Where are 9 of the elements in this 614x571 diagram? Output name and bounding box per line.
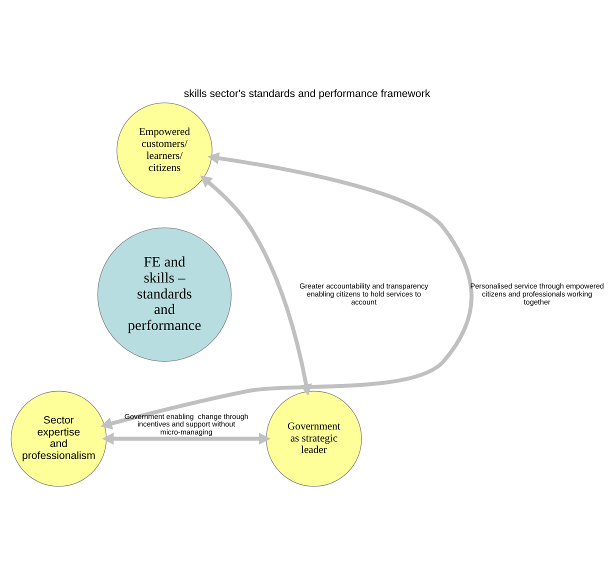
edge-label: Government enabling change through incentives and support without micro-managing (124, 411, 248, 436)
diagram-title: skills sector's standards and performance framework (184, 87, 430, 100)
node-circle: FE and skills – standards and performance (97, 226, 232, 362)
arrow (102, 432, 271, 444)
node-circle: Sector expertise and professionalism (10, 390, 107, 486)
edge-label: Personalised service through empowered citizens and professionals working together (470, 281, 604, 306)
arrow (100, 152, 474, 429)
edge-label: Greater accountability and transparency enabling citizens to hold services to account (299, 281, 428, 306)
node-circle: Government as strategic leader (266, 390, 362, 486)
